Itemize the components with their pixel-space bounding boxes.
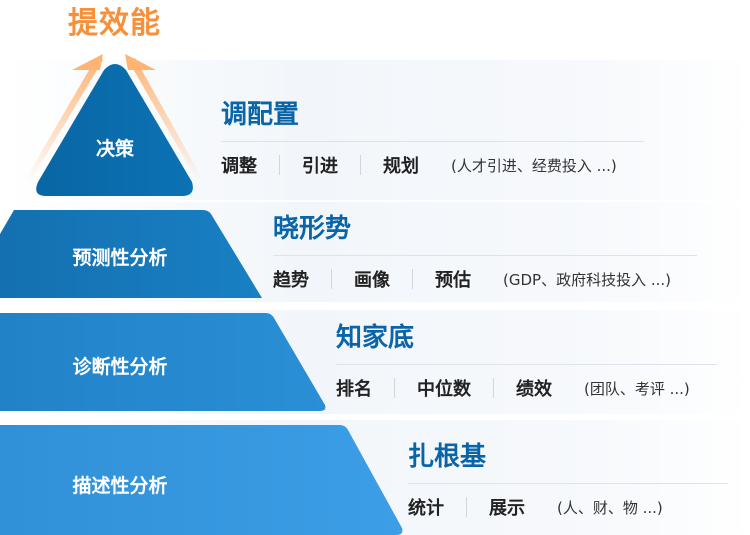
item: 引进: [302, 156, 338, 177]
tier-shape-1: [36, 64, 193, 196]
divider: [408, 483, 728, 484]
tier-detail-3: 知家底 排名 中位数 绩效 (团队、考评 ...): [336, 317, 717, 401]
goal-heading: 提效能: [68, 6, 161, 41]
tier-shape-4: [0, 425, 403, 535]
note: (人、财、物 ...): [557, 498, 663, 517]
item: 规划: [383, 156, 419, 177]
tier-detail-1: 调配置 调整 引进 规划 (人才引进、经费投入 ...): [221, 94, 644, 178]
tier-shape-3: [0, 313, 326, 411]
tier-label: 决策: [95, 138, 134, 160]
tier-title: 知家底: [336, 323, 415, 353]
item: 排名: [336, 379, 372, 400]
tier-detail-2: 晓形势 趋势 画像 预估 (GDP、政府科技投入 ...): [273, 208, 697, 292]
item: 调整: [221, 156, 257, 177]
tier-label: 诊断性分析: [72, 356, 168, 378]
tier-title: 扎根基: [408, 442, 487, 472]
tier-shape-2: [0, 210, 262, 298]
note: (GDP、政府科技投入 ...): [503, 270, 671, 289]
item: 展示: [489, 498, 525, 519]
tier-label: 预测性分析: [72, 247, 168, 269]
tier-detail-4: 扎根基 统计 展示 (人、财、物 ...): [408, 436, 728, 520]
tier-title: 调配置: [221, 100, 300, 130]
item: 预估: [435, 270, 471, 291]
note: (人才引进、经费投入 ...): [451, 156, 617, 175]
item: 画像: [354, 270, 390, 291]
arrow-up-left-icon: [25, 54, 103, 182]
item: 中位数: [417, 379, 471, 400]
note: (团队、考评 ...): [584, 379, 690, 398]
tier-label: 描述性分析: [72, 475, 168, 497]
item: 趋势: [273, 270, 309, 291]
divider: [273, 255, 697, 256]
item: 统计: [408, 498, 444, 519]
divider: [221, 141, 644, 142]
divider: [336, 364, 717, 365]
tier-title: 晓形势: [273, 214, 352, 244]
item: 绩效: [516, 379, 552, 400]
arrow-up-right-icon: [125, 54, 203, 182]
